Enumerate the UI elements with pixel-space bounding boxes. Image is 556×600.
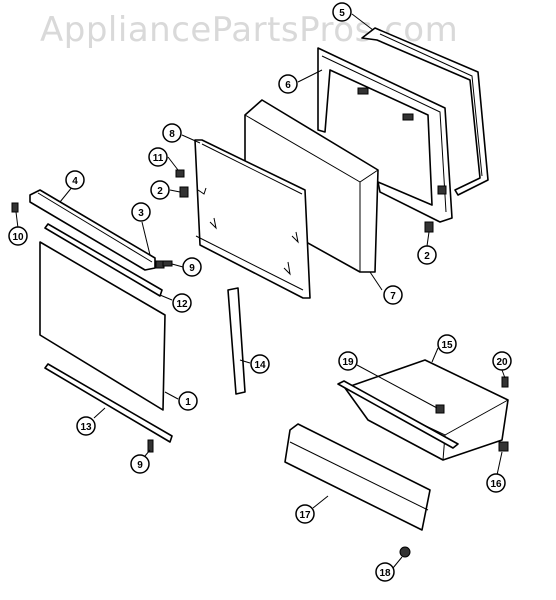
part-bottom-door-trim xyxy=(44,363,173,443)
callout-7: 7 xyxy=(383,285,403,305)
glide-16 xyxy=(498,441,509,452)
svg-text:13: 13 xyxy=(80,422,92,433)
callout-2: 2 xyxy=(150,180,170,200)
svg-text:2: 2 xyxy=(424,251,430,262)
callout-17: 17 xyxy=(295,504,315,524)
callout-4: 4 xyxy=(65,170,85,190)
callout-18: 18 xyxy=(375,562,395,582)
callout-14: 14 xyxy=(250,354,270,374)
callout-6: 6 xyxy=(278,74,298,94)
clip-2 xyxy=(179,186,189,198)
callout-15: 15 xyxy=(437,334,457,354)
svg-text:7: 7 xyxy=(390,291,396,302)
svg-text:12: 12 xyxy=(176,299,188,310)
part-handle-trim xyxy=(44,223,163,297)
svg-text:9: 9 xyxy=(189,263,195,274)
svg-text:19: 19 xyxy=(342,357,354,368)
callout-1: 1 xyxy=(178,391,198,411)
svg-text:8: 8 xyxy=(169,129,175,140)
screw-10 xyxy=(11,202,19,213)
part-side-trim xyxy=(227,287,246,395)
svg-text:6: 6 xyxy=(285,80,291,91)
svg-text:17: 17 xyxy=(299,510,311,521)
screw-11 xyxy=(175,169,185,178)
screw-20 xyxy=(501,376,509,388)
callout-16: 16 xyxy=(486,473,506,493)
screw-9b xyxy=(147,439,154,453)
callout-3: 3 xyxy=(131,202,151,222)
svg-text:3: 3 xyxy=(138,208,144,219)
part-small-hardware xyxy=(11,169,509,558)
leader-lines xyxy=(15,13,506,569)
svg-text:14: 14 xyxy=(254,360,266,371)
svg-text:5: 5 xyxy=(339,8,345,19)
screw-19 xyxy=(435,404,445,414)
clip-2b xyxy=(424,221,434,233)
part-door-handle xyxy=(29,189,156,271)
bumper-18 xyxy=(399,546,411,558)
part-outer-door-panel xyxy=(39,241,166,411)
callout-5: 5 xyxy=(332,2,352,22)
part-inner-door-panel xyxy=(194,139,311,299)
svg-text:15: 15 xyxy=(441,340,453,351)
svg-text:16: 16 xyxy=(490,479,502,490)
part-inner-door-frame xyxy=(317,47,453,223)
callout-12: 12 xyxy=(172,293,192,313)
svg-text:20: 20 xyxy=(496,357,508,368)
callout-13: 13 xyxy=(76,416,96,436)
callout-8: 8 xyxy=(162,123,182,143)
callout-10: 10 xyxy=(8,226,28,246)
callout-19: 19 xyxy=(338,351,358,371)
svg-text:10: 10 xyxy=(12,232,24,243)
part-door-gasket xyxy=(361,27,489,196)
svg-text:18: 18 xyxy=(379,568,391,579)
svg-text:9: 9 xyxy=(137,460,143,471)
callout-20: 20 xyxy=(492,351,512,371)
part-storage-drawer xyxy=(337,359,509,461)
callout-9b: 9 xyxy=(130,454,150,474)
callout-11: 11 xyxy=(148,147,168,167)
svg-text:1: 1 xyxy=(185,397,191,408)
callout-2b: 2 xyxy=(417,245,437,265)
callout-9: 9 xyxy=(182,257,202,277)
screw-9a xyxy=(162,260,173,267)
svg-text:4: 4 xyxy=(72,176,78,187)
svg-text:2: 2 xyxy=(157,186,163,197)
svg-text:11: 11 xyxy=(153,153,164,164)
part-drawer-front xyxy=(284,423,431,531)
